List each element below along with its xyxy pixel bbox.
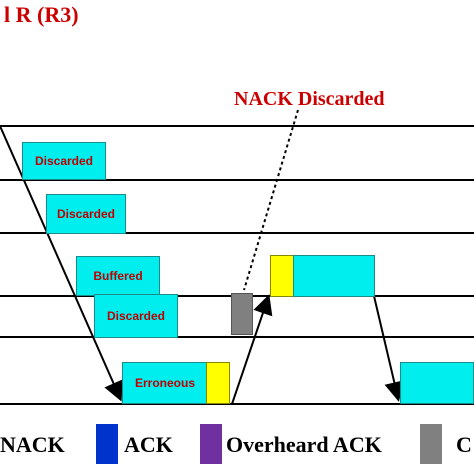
transmission-arrow <box>0 125 123 402</box>
legend-other-swatch <box>420 424 442 464</box>
retransmission-arrow-up <box>231 294 273 405</box>
erroneous-yellow-marker <box>206 362 230 404</box>
packet-discarded-1: Discarded <box>22 142 106 180</box>
nack-discarded-label: NACK Discarded <box>234 88 385 110</box>
buffered-packet-block <box>293 255 375 297</box>
packet-discarded-3: Discarded <box>94 294 178 338</box>
legend-other-label: C <box>456 432 472 457</box>
packet-erroneous: Erroneous <box>122 362 208 404</box>
buffered-yellow-marker <box>270 255 294 297</box>
legend-nack-label: NACK <box>0 432 65 457</box>
packet-discarded-2: Discarded <box>46 194 126 234</box>
delivery-arrow-down <box>373 295 405 402</box>
legend-overheard-ack-label: Overheard ACK <box>226 432 382 457</box>
packet-buffered: Buffered <box>76 256 160 296</box>
legend-ack-label: ACK <box>124 432 173 457</box>
diagram-title: l R (R3) <box>4 2 79 27</box>
legend-ack-swatch <box>96 424 118 464</box>
delivered-packet-block <box>400 362 474 404</box>
callout-pointer <box>243 109 299 291</box>
legend-overheard-ack-swatch <box>200 424 222 464</box>
nack-gray-marker <box>231 293 253 335</box>
